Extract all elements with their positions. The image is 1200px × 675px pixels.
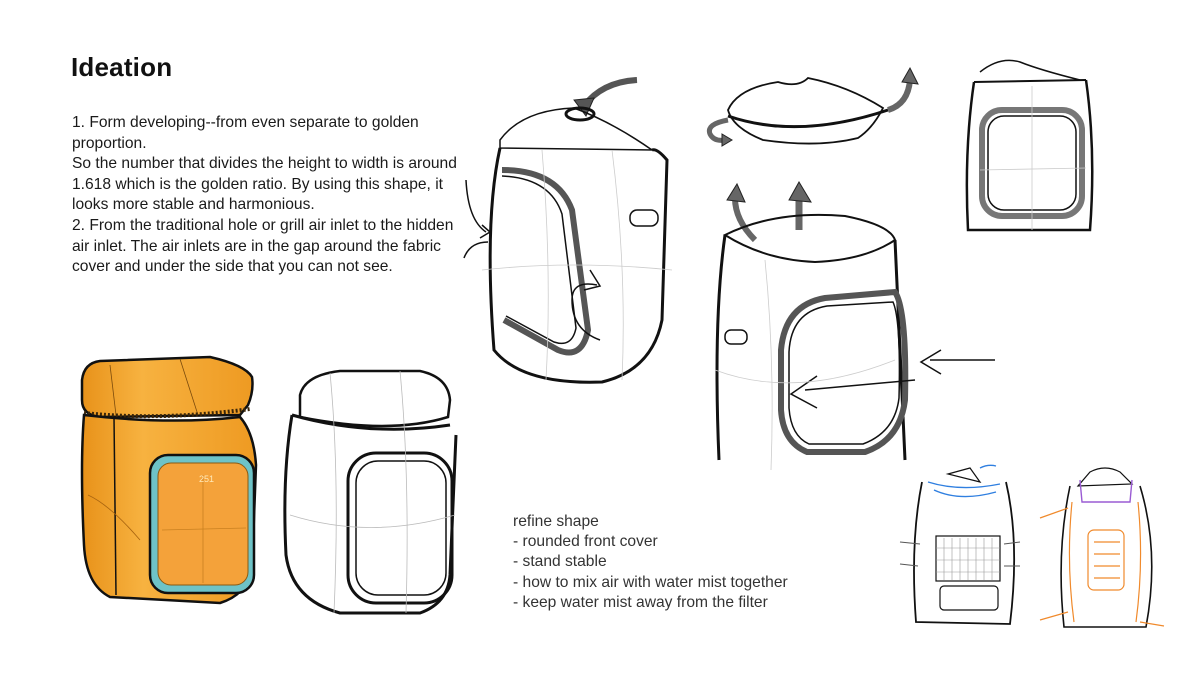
notes-item: - how to mix air with water mist togethe…: [513, 573, 788, 591]
description-paragraph-3: 2. From the traditional hole or grill ai…: [72, 216, 454, 276]
open-body-sketch: [695, 180, 1005, 480]
notes-item: - stand stable: [513, 553, 607, 571]
description-paragraph-2: So the number that divides the height to…: [72, 155, 457, 214]
front-view-sketch: [940, 50, 1110, 240]
water-flow-sketch: [899, 462, 1030, 637]
description-paragraph-1: 1. Form developing--from even separate t…: [72, 114, 419, 152]
description-block: 1. Form developing--from even separate t…: [72, 113, 472, 278]
three-quarter-sketch: [462, 70, 682, 400]
line-sketch-front-cover: [270, 355, 470, 620]
refine-shape-notes: refine shape - rounded front cover - sta…: [513, 512, 788, 613]
air-flow-sketch: [1039, 462, 1170, 637]
orange-render-sketch: 251: [70, 345, 270, 615]
notes-item: - rounded front cover: [513, 533, 658, 551]
notes-heading: refine shape: [513, 513, 599, 530]
display-readout: 251: [199, 474, 214, 484]
lid-sketch: [698, 66, 928, 178]
page-title: Ideation: [71, 52, 173, 82]
notes-item: - keep water mist away from the filter: [513, 593, 768, 611]
